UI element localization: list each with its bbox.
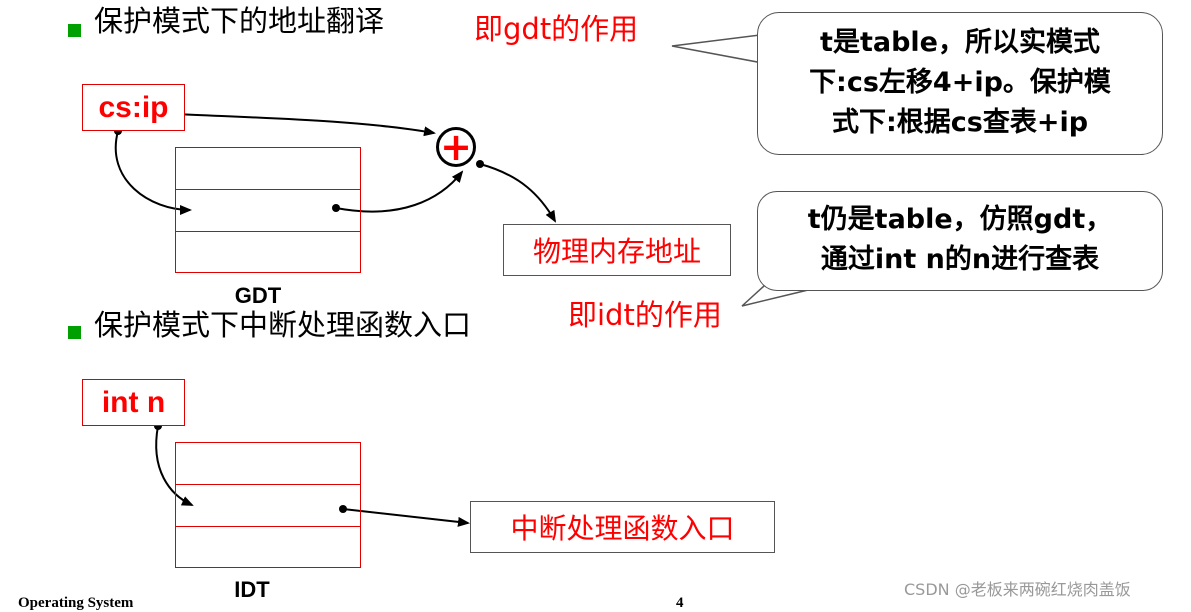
- heading-interrupt-entry: 保护模式下中断处理函数入口: [94, 308, 472, 342]
- callout2-line2: 通过int n的n进行查表: [820, 244, 1100, 275]
- table-row: [176, 232, 360, 271]
- footer-page-number: 4: [676, 595, 684, 611]
- callout1-line2: 下:cs左移4+ip。保护模: [809, 67, 1111, 98]
- callout-idt: t仍是table，仿照gdt， 通过int n的n进行查表: [757, 191, 1163, 291]
- idt-note: 即idt的作用: [568, 298, 722, 332]
- plus-circle: +: [436, 127, 476, 167]
- plus-icon: +: [440, 125, 472, 169]
- callout-real-vs-protected: t是table，所以实模式 下:cs左移4+ip。保护模 式下:根据cs查表+i…: [757, 12, 1163, 155]
- watermark: CSDN @老板来两碗红烧肉盖饭: [904, 580, 1131, 599]
- table-row: [176, 485, 360, 527]
- idt-table: [175, 442, 361, 568]
- gdt-table: [175, 147, 361, 273]
- handler-entry-box: 中断处理函数入口: [470, 501, 775, 553]
- physical-address-box: 物理内存地址: [503, 224, 731, 276]
- callout1-line3: 式下:根据cs查表+ip: [831, 107, 1089, 138]
- table-row: [176, 527, 360, 566]
- table-row: [176, 190, 360, 232]
- gdt-note: 即gdt的作用: [474, 12, 639, 46]
- bullet-icon: [68, 326, 81, 339]
- footer-course: Operating System: [18, 595, 134, 611]
- table-row: [176, 443, 360, 485]
- idt-label: IDT: [234, 577, 270, 602]
- int-n-box: int n: [82, 379, 185, 426]
- bullet-icon: [68, 24, 81, 37]
- callout1-pointer: [671, 33, 769, 65]
- callout1-line1: t是table，所以实模式: [820, 27, 1100, 58]
- table-row: [176, 148, 360, 190]
- gdt-label: GDT: [234, 283, 282, 308]
- callout2-line1: t仍是table，仿照gdt，: [807, 204, 1113, 235]
- heading-address-translation: 保护模式下的地址翻译: [94, 4, 385, 38]
- cs-ip-box: cs:ip: [82, 84, 185, 131]
